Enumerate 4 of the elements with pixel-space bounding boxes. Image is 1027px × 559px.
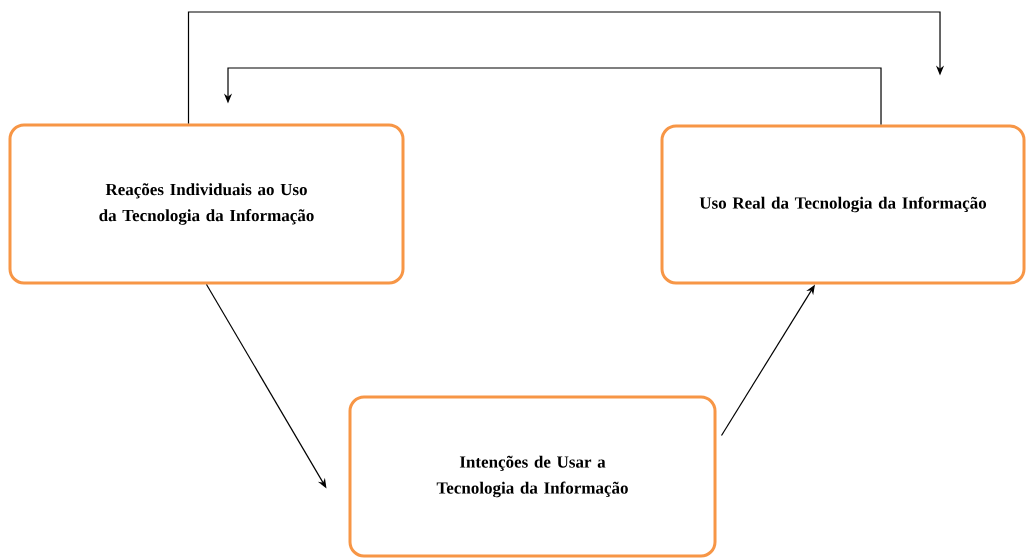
process-box: Intenções de Usar a Tecnologia da Informação: [348, 395, 717, 558]
process-box: Reações Individuais ao Uso da Tecnologia da Informação: [8, 123, 405, 285]
arrow: [187, 11, 945, 125]
process-box: Uso Real da Tecnologia da Informação: [660, 124, 1026, 285]
